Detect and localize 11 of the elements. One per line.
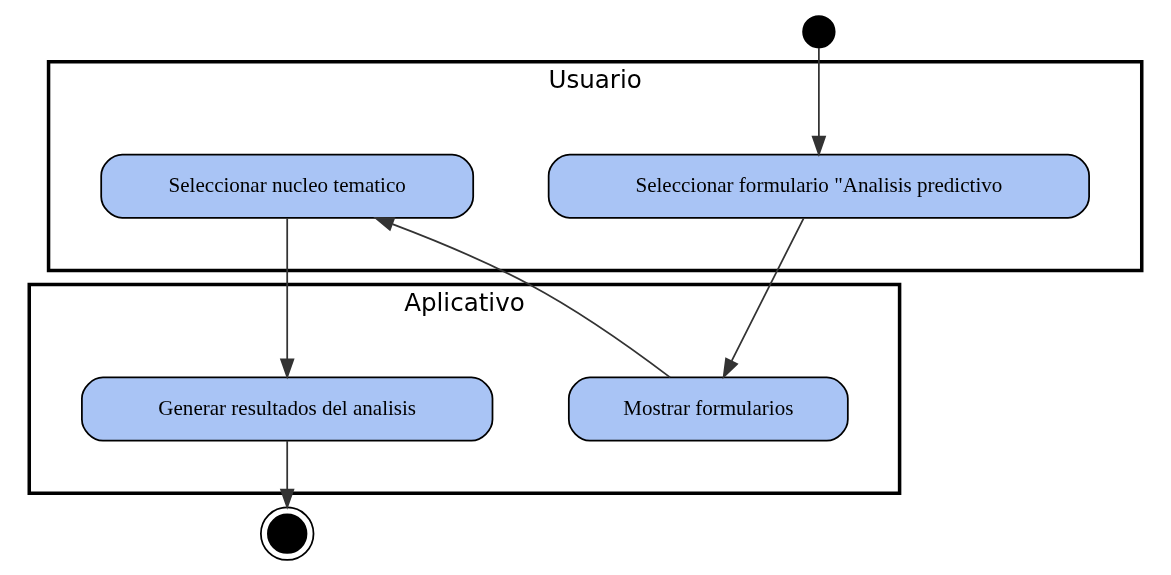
node-circle — [802, 14, 836, 48]
arrow — [722, 216, 805, 379]
node-box: Generar resultados del analisis — [81, 376, 494, 442]
node-box: Mostrar formularios — [567, 376, 849, 442]
arrow — [279, 439, 295, 510]
arrow — [373, 216, 671, 378]
node-box: Seleccionar nucleo tematico — [100, 153, 475, 219]
arrow — [811, 46, 827, 157]
arrow — [279, 216, 295, 380]
node-box: Seleccionar formulario "Analisis predictivo — [547, 153, 1090, 219]
node-circle — [260, 505, 315, 561]
